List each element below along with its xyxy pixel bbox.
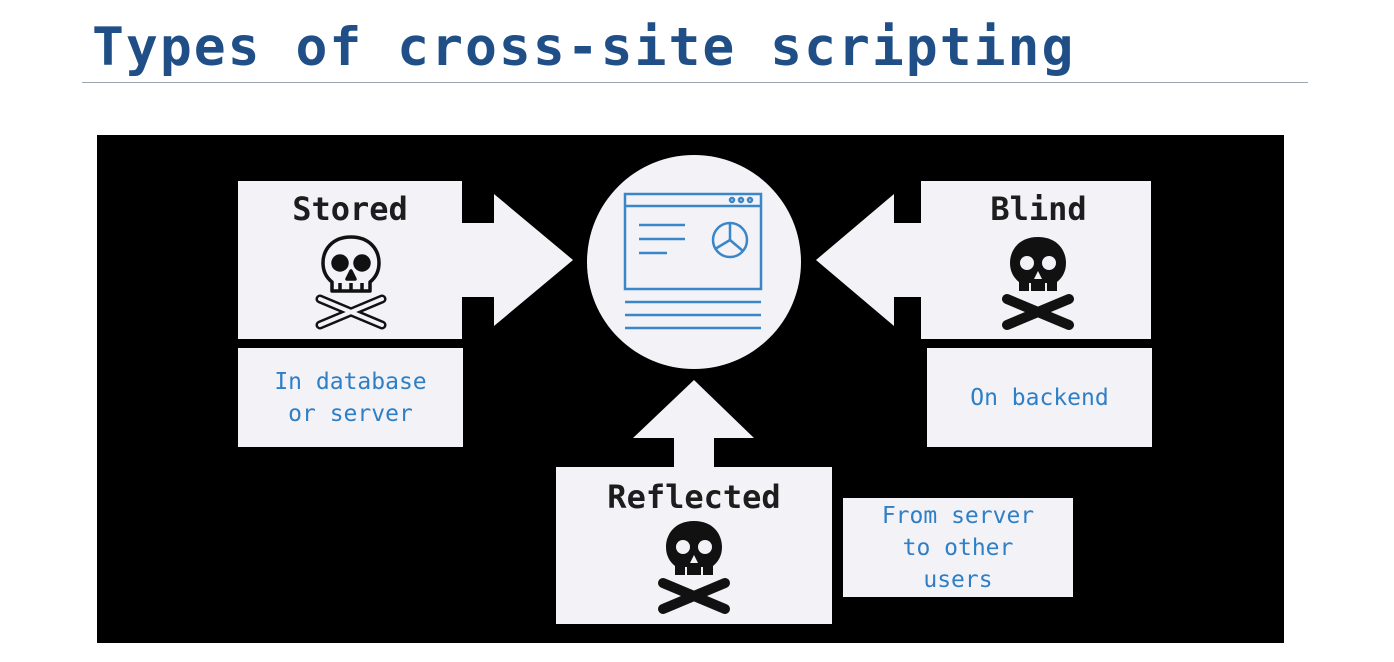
slide-title: Types of cross-site scripting [92,17,1076,78]
web-page-icon [623,192,763,330]
blind-label: Blind [990,190,1087,228]
reflected-description: From server to other users [843,498,1073,597]
blind-description-text: On backend [970,384,1109,411]
arrow-reflected-to-page [633,380,754,467]
blind-card: Blind [921,181,1151,339]
xss-types-diagram: Stored In database or server Blind [97,135,1284,643]
stored-description-text: In database or server [274,368,427,427]
skull-crossbones-icon [1002,237,1074,330]
stored-card: Stored [238,181,462,339]
reflected-label: Reflected [607,478,781,516]
web-page-circle [587,155,801,369]
arrows-layer [462,194,921,467]
arrow-stored-to-page [462,194,573,326]
blind-description: On backend [927,348,1152,447]
stored-label: Stored [292,190,408,228]
reflected-card: Reflected [556,467,832,624]
stored-description: In database or server [238,348,463,447]
reflected-description-text: From server to other users [881,502,1035,593]
skull-crossbones-icon [315,235,387,330]
arrow-blind-to-page [816,194,921,326]
title-divider [82,82,1308,83]
skull-crossbones-icon [658,521,730,614]
